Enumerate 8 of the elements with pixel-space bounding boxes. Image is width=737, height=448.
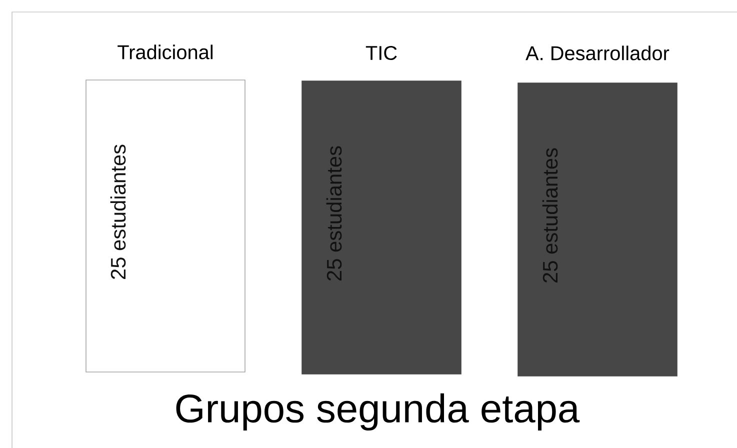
group-heading: TIC [366,46,397,60]
box-text: 25 estudiantes [110,144,126,279]
group-box [86,80,246,372]
caption: Grupos segunda etapa [176,393,580,431]
group-box [518,82,678,376]
group-heading: A. Desarrollador [526,46,670,60]
group-box [302,80,462,374]
group-heading: Tradicional [118,44,213,60]
